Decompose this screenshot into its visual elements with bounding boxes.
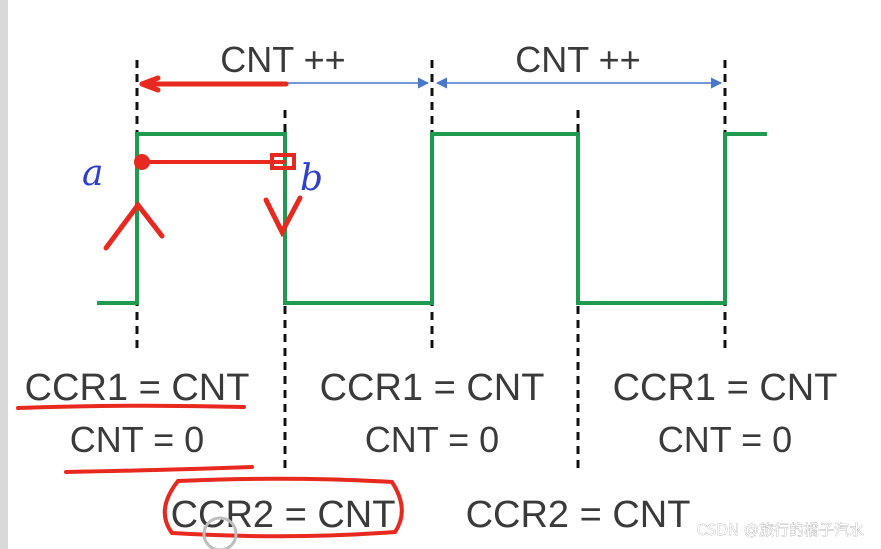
underline-cnt0 (64, 465, 254, 474)
cnt-increment-label-1: CNT ++ (220, 39, 345, 80)
faint-circle (202, 516, 238, 549)
red-measurement (103, 153, 303, 251)
red-highlight-arrow (139, 75, 289, 93)
cnt-reset-label-3: CNT = 0 (658, 419, 792, 460)
point-b-label: b (300, 158, 323, 199)
cnt-reset-label-1: CNT = 0 (70, 419, 204, 460)
point-a-label: a (82, 153, 103, 194)
cnt-increment-label-2: CNT ++ (515, 39, 640, 80)
pwm-signal (97, 132, 767, 305)
underline-ccr1 (16, 403, 246, 410)
point-a-dot (134, 154, 150, 170)
ccr2-label-2: CCR2 = CNT (466, 494, 691, 536)
cnt-reset-label-2: CNT = 0 (365, 419, 499, 460)
watermark: CSDN @旅行的橘子汽水 (696, 521, 864, 539)
rising-edge-mark (103, 200, 165, 251)
left-edge-strip (0, 0, 8, 549)
ccr2-label-1: CCR2 = CNT (171, 494, 396, 536)
point-b-marker (270, 153, 296, 170)
falling-edge-mark (263, 195, 303, 238)
ccr1-label-3: CCR1 = CNT (613, 367, 838, 409)
ccr1-label-1: CCR1 = CNT (25, 367, 250, 409)
ccr1-label-2: CCR1 = CNT (320, 367, 545, 409)
circle-ccr2 (162, 476, 404, 539)
red-underlines (16, 403, 404, 539)
